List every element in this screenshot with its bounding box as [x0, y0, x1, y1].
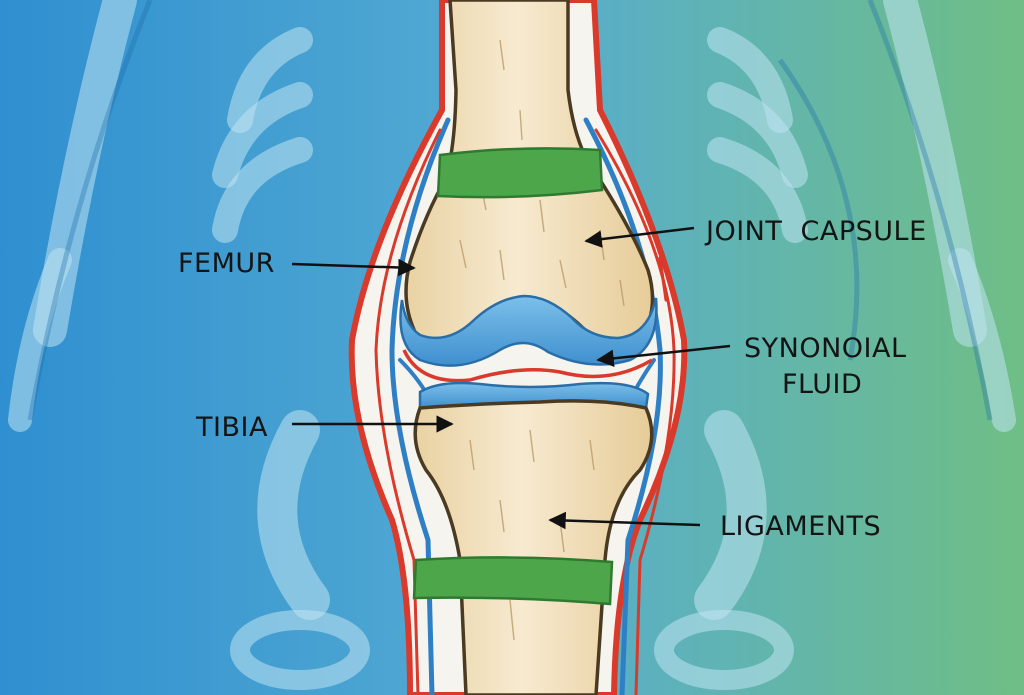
arrow-icon	[548, 511, 701, 530]
arrow-icon	[596, 344, 731, 368]
synovial-membrane	[402, 349, 653, 383]
ligament-band-upper	[436, 147, 604, 199]
label-tibia: TIBIA	[195, 412, 268, 443]
label-joint-capsule: JOINT CAPSULE	[704, 216, 927, 247]
label-synovial-fluid-line1: SYNONOIAL	[744, 333, 907, 364]
label-femur: FEMUR	[178, 248, 275, 279]
background-skeleton	[8, 0, 1016, 690]
leader-arrows	[291, 226, 731, 530]
label-synovial-fluid-line2: FLUID	[782, 369, 862, 400]
arrow-icon	[584, 226, 695, 248]
tibia-bone	[413, 399, 654, 695]
ligament-band-lower	[412, 556, 614, 606]
femur-cartilage	[399, 294, 658, 367]
arrow-icon	[291, 258, 416, 277]
background-shadows	[27, 0, 993, 421]
label-ligaments: LIGAMENTS	[720, 511, 881, 542]
